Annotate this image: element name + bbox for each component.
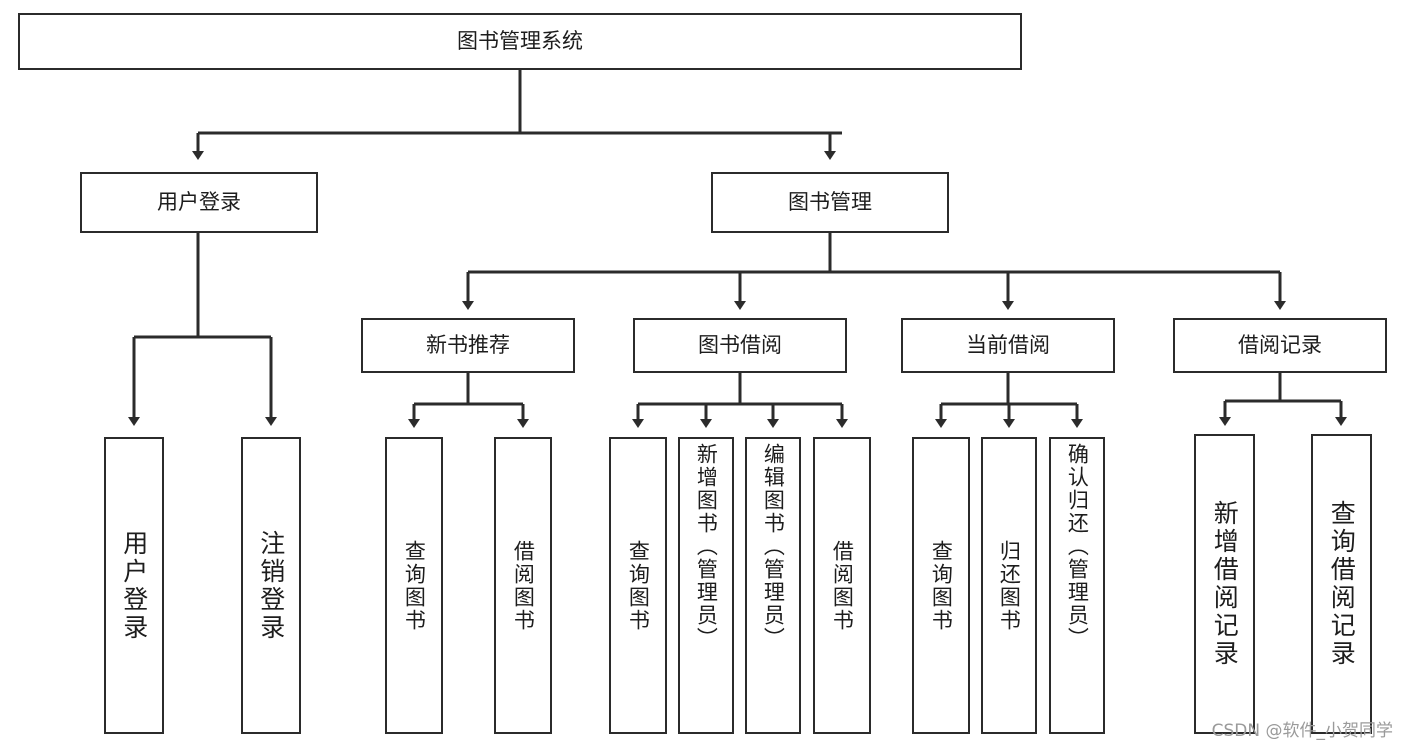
leaf-book-borrow-edit[interactable]: 编辑图书（管理员） [745,437,801,734]
leaf-new-book-borrow[interactable]: 借阅图书 [494,437,552,734]
leaf-book-borrow-query[interactable]: 查询图书 [609,437,667,734]
leaf-label: 查询图书 [402,539,427,632]
leaf-label: 查询借阅记录 [1327,500,1357,668]
node-book-borrow[interactable]: 图书借阅 [633,318,847,373]
node-borrow-record[interactable]: 借阅记录 [1173,318,1387,373]
node-book-manage-label: 图书管理 [788,190,872,215]
leaf-user-login-signin[interactable]: 用户登录 [104,437,164,734]
node-user-login-label: 用户登录 [157,190,241,215]
leaf-book-borrow-lend[interactable]: 借阅图书 [813,437,871,734]
node-new-book-recommend[interactable]: 新书推荐 [361,318,575,373]
node-current-borrow[interactable]: 当前借阅 [901,318,1115,373]
leaf-label: 新增借阅记录 [1210,500,1240,668]
leaf-new-book-query[interactable]: 查询图书 [385,437,443,734]
node-new-book-recommend-label: 新书推荐 [426,333,510,358]
leaf-user-login-signout[interactable]: 注销登录 [241,437,301,734]
watermark-text: CSDN @软件_小贺同学 [1211,721,1393,741]
leaf-borrow-record-query[interactable]: 查询借阅记录 [1311,434,1372,734]
node-book-manage[interactable]: 图书管理 [711,172,949,233]
node-current-borrow-label: 当前借阅 [966,333,1050,358]
node-book-borrow-label: 图书借阅 [698,333,782,358]
leaf-label: 借阅图书 [830,539,855,632]
leaf-borrow-record-add[interactable]: 新增借阅记录 [1194,434,1255,734]
leaf-label: 借阅图书 [511,539,536,632]
leaf-label: 查询图书 [626,539,651,632]
node-user-login[interactable]: 用户登录 [80,172,318,233]
leaf-label: 用户登录 [119,529,149,642]
node-root-label: 图书管理系统 [457,29,583,54]
node-root[interactable]: 图书管理系统 [18,13,1022,70]
leaf-label: 注销登录 [256,529,286,642]
leaf-label: 新增图书（管理员） [694,443,719,650]
leaf-book-borrow-add[interactable]: 新增图书（管理员） [678,437,734,734]
leaf-current-borrow-return[interactable]: 归还图书 [981,437,1037,734]
leaf-current-borrow-query[interactable]: 查询图书 [912,437,970,734]
leaf-label: 归还图书 [997,539,1022,632]
leaf-label: 确认归还（管理员） [1065,443,1090,650]
leaf-label: 查询图书 [929,539,954,632]
leaf-label: 编辑图书（管理员） [761,443,786,650]
node-borrow-record-label: 借阅记录 [1238,333,1322,358]
leaf-current-borrow-confirm[interactable]: 确认归还（管理员） [1049,437,1105,734]
